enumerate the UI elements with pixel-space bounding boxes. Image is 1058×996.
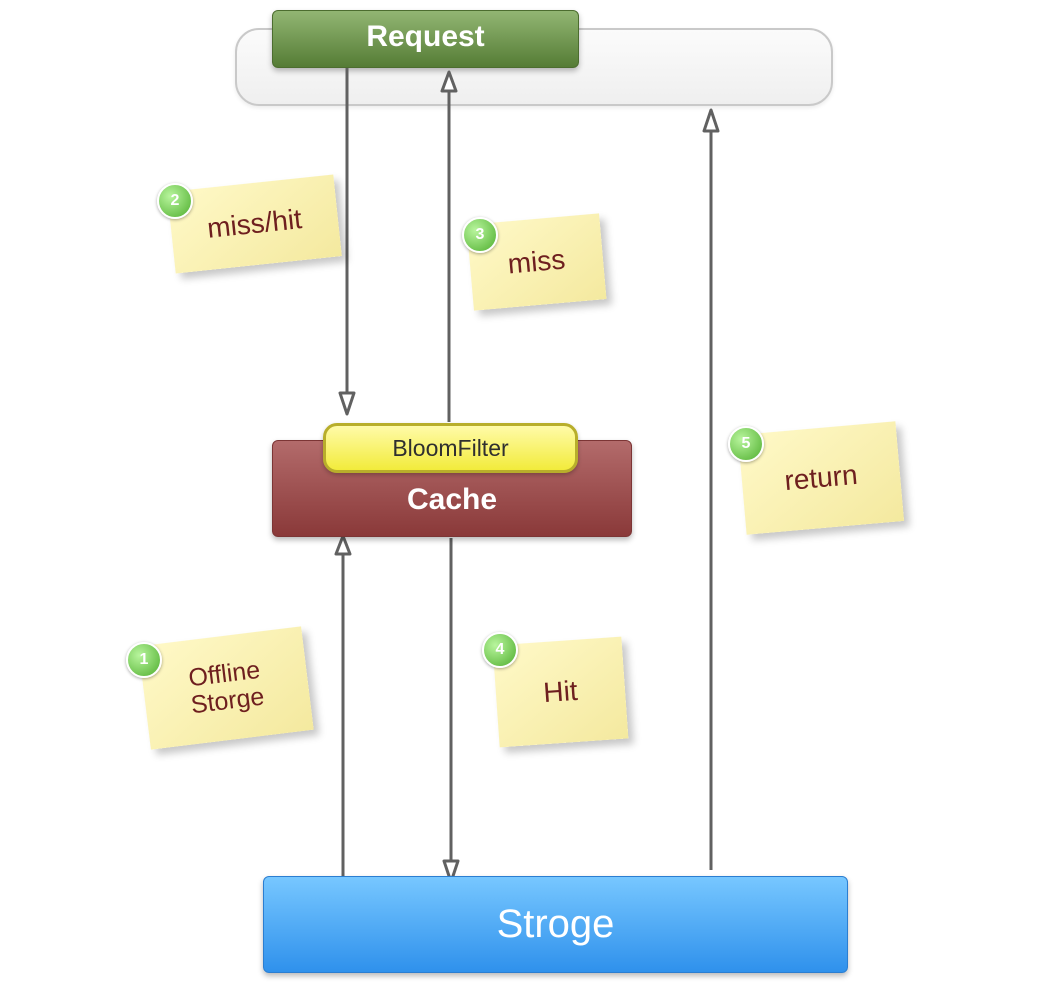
arrow-request-to-cache — [338, 68, 356, 416]
sticky-note-miss-hit: miss/hit — [167, 174, 342, 274]
cache-label: Cache — [406, 482, 498, 516]
note-label: Hit — [542, 674, 579, 708]
storage-label: Stroge — [496, 902, 615, 946]
note-label: miss — [506, 243, 567, 280]
step-badge: 4 — [482, 632, 518, 668]
bloom-filter-label: BloomFilter — [392, 434, 509, 461]
step-badge: 3 — [462, 217, 498, 253]
request-node: Request — [272, 10, 579, 68]
arrow-cache-to-storage — [442, 538, 460, 884]
bloom-filter-node: BloomFilter — [323, 423, 578, 473]
note-label: miss/hit — [205, 202, 304, 244]
storage-node: Stroge — [263, 876, 848, 973]
step-badge: 1 — [126, 642, 162, 678]
arrow-storage-to-request — [702, 108, 720, 870]
step-badge: 5 — [728, 426, 764, 462]
arrow-cache-to-request — [440, 70, 458, 422]
request-label: Request — [366, 20, 485, 53]
arrow-storage-to-cache — [334, 534, 352, 876]
sticky-note-offline-storage: Offline Storge — [138, 626, 314, 750]
step-badge: 2 — [157, 183, 193, 219]
note-label: Offline Storge — [186, 655, 266, 720]
note-label: return — [783, 458, 859, 496]
